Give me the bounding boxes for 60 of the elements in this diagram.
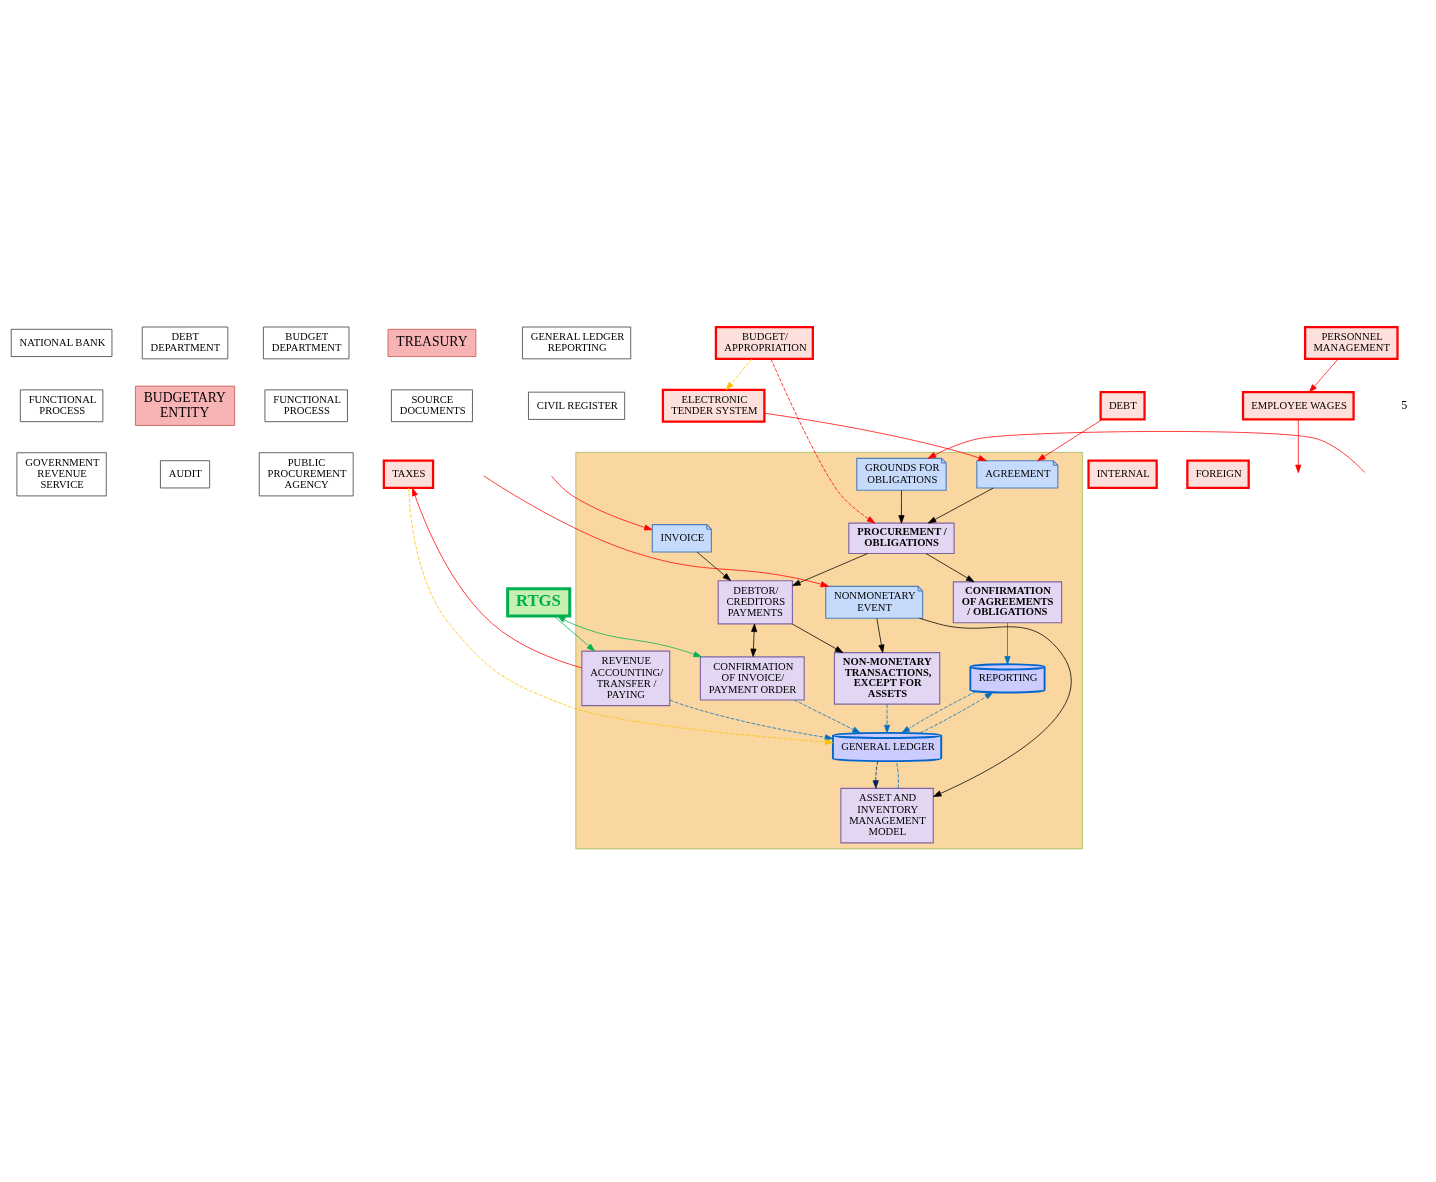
node-box: ELECTRONIC TENDER SYSTEM bbox=[661, 388, 766, 423]
arrow bbox=[553, 615, 595, 652]
arrow bbox=[551, 475, 653, 531]
node-box: BUDGET/ APPROPRIATION bbox=[714, 325, 814, 360]
arrow bbox=[557, 615, 702, 658]
arrow bbox=[725, 358, 753, 391]
arrow bbox=[1295, 419, 1302, 474]
arrow bbox=[791, 623, 844, 653]
node-box: PERSONNEL MANAGEMENT bbox=[1303, 325, 1399, 360]
connector bbox=[896, 760, 899, 789]
arrow bbox=[696, 551, 731, 581]
arrow bbox=[1037, 419, 1103, 462]
arrow bbox=[919, 692, 994, 734]
arrow bbox=[872, 760, 879, 789]
arrow bbox=[483, 475, 829, 588]
arrow bbox=[876, 618, 885, 653]
arrow bbox=[1309, 358, 1339, 393]
arrow bbox=[927, 431, 1366, 473]
arrow bbox=[901, 691, 977, 734]
arrow bbox=[884, 703, 891, 734]
node-box: PROCUREMENT / OBLIGATIONS bbox=[848, 522, 955, 555]
arrow bbox=[919, 617, 1072, 797]
arrow bbox=[927, 487, 994, 524]
node-box: GOVERNMENT REVENUE SERVICE bbox=[16, 452, 107, 497]
node-box: DEBTOR/ CREDITORS PAYMENTS bbox=[717, 580, 793, 625]
arrow bbox=[408, 487, 834, 745]
arrow bbox=[793, 699, 861, 734]
node-box: GENERAL LEDGER REPORTING bbox=[522, 326, 632, 360]
arrow bbox=[669, 699, 834, 741]
node-box: EMPLOYEE WAGES bbox=[1241, 391, 1355, 421]
arrow bbox=[770, 358, 876, 524]
node-box: SOURCE DOCUMENTS bbox=[391, 389, 473, 423]
node-box: INTERNAL bbox=[1087, 459, 1158, 490]
node-box: TREASURY bbox=[387, 328, 477, 357]
node-box: RTGS bbox=[506, 587, 572, 618]
node-box: NATIONAL BANK bbox=[10, 328, 113, 357]
node-box: CIVIL REGISTER bbox=[528, 391, 626, 420]
node-box: ASSET AND INVENTORY MANAGEMENT MODEL bbox=[840, 787, 934, 844]
node-box: BUDGET DEPARTMENT bbox=[263, 326, 350, 360]
node-box: TAXES bbox=[382, 459, 435, 490]
node-box: NON-MONETARY TRANSACTIONS, EXCEPT FOR ASSETS bbox=[833, 652, 941, 705]
node-box: AUDIT bbox=[160, 460, 211, 489]
node-box: PUBLIC PROCUREMENT AGENCY bbox=[258, 452, 354, 497]
arrow bbox=[412, 487, 582, 669]
arrow bbox=[792, 553, 868, 586]
arrow bbox=[898, 490, 905, 524]
node-box: BUDGETARY ENTITY bbox=[135, 385, 235, 426]
node-box: CONFIRMATION OF AGREEMENTS / OBLIGATIONS bbox=[952, 581, 1063, 624]
node-box: DEBT DEPARTMENT bbox=[141, 326, 229, 360]
node-box: CONFIRMATION OF INVOICE/ PAYMENT ORDER bbox=[699, 656, 805, 701]
node-box: FOREIGN bbox=[1186, 459, 1250, 490]
node-box: FUNCTIONAL PROCESS bbox=[19, 389, 104, 423]
arrow bbox=[1004, 622, 1011, 665]
arrow bbox=[925, 553, 975, 583]
arrow bbox=[764, 412, 987, 462]
label: 5 bbox=[1401, 397, 1408, 412]
arrow bbox=[750, 623, 758, 657]
node-box: FUNCTIONAL PROCESS bbox=[264, 389, 348, 423]
node-box: REVENUE ACCOUNTING/ TRANSFER / PAYING bbox=[581, 650, 671, 707]
node-box: DEBT bbox=[1099, 391, 1146, 421]
